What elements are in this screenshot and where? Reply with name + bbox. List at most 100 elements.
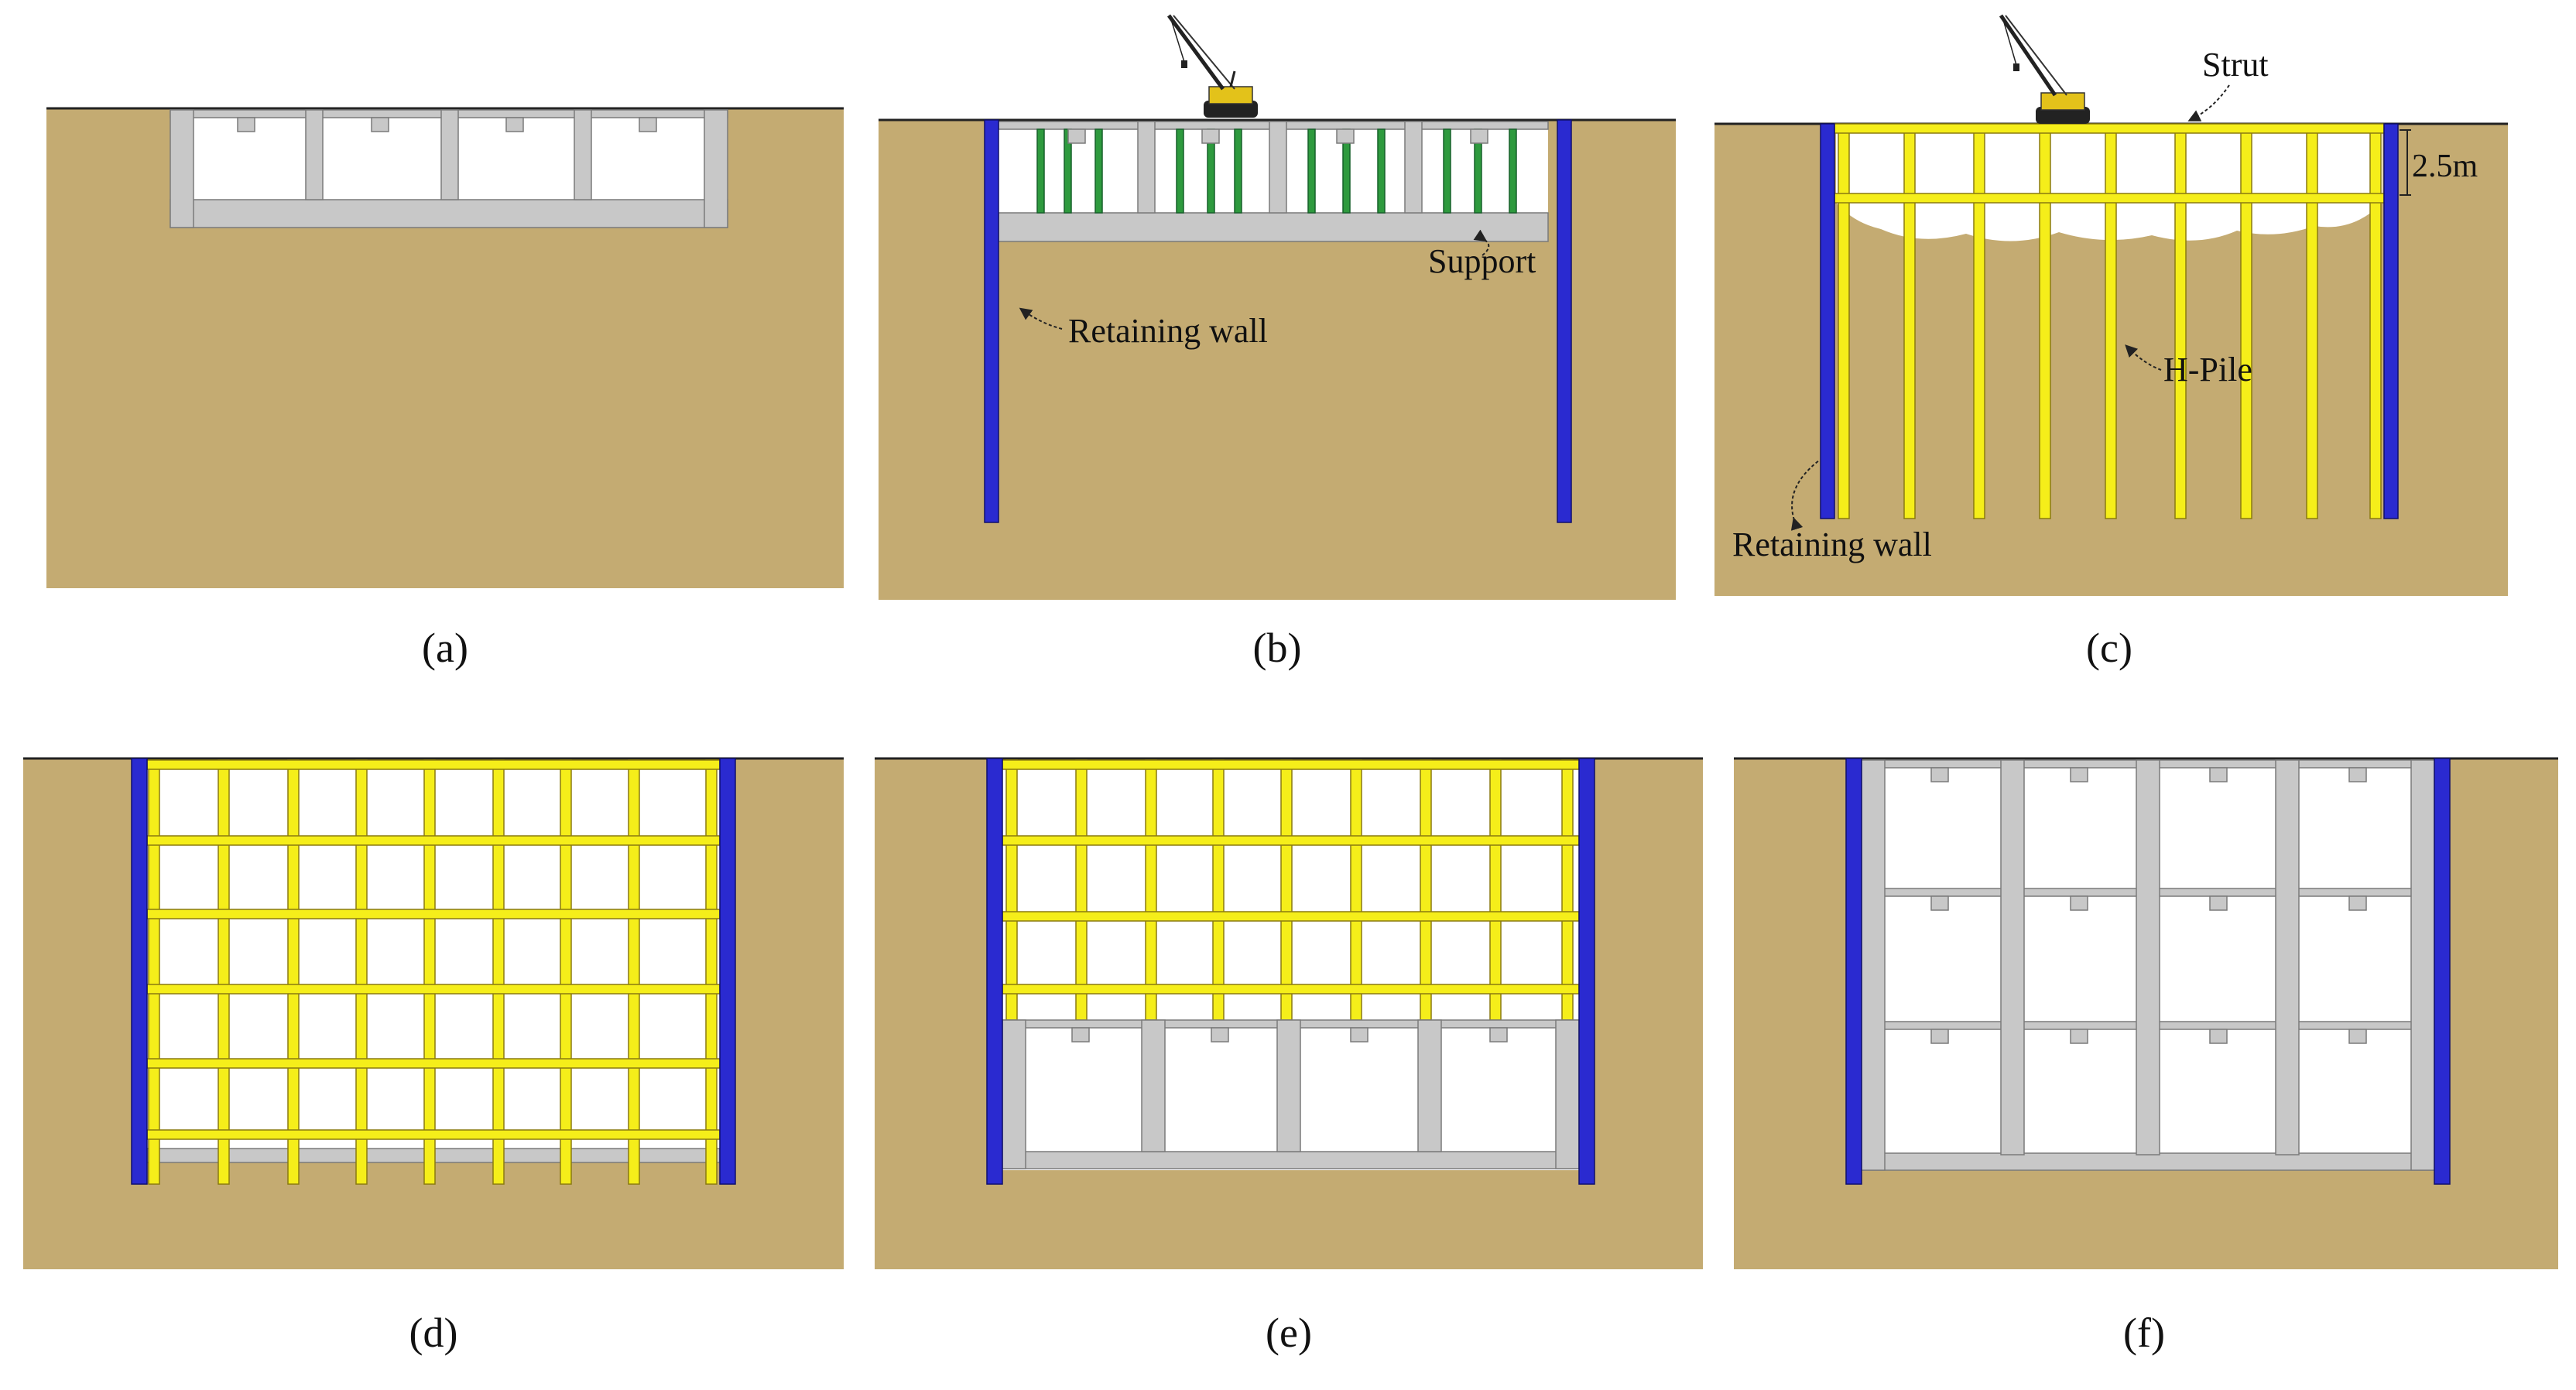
h-pile-6 bbox=[2174, 127, 2187, 519]
caption-d: (d) bbox=[409, 1310, 458, 1356]
haunch-f-2-2 bbox=[2070, 895, 2088, 911]
retaining-wall-left-d bbox=[131, 758, 148, 1185]
h-pile-leader bbox=[2125, 344, 2162, 371]
depth-label: 2.5m bbox=[2412, 149, 2478, 184]
haunch-e-1 bbox=[1071, 1027, 1090, 1042]
panel-b: Support Retaining wall (b) bbox=[879, 14, 1676, 671]
strut-e-4 bbox=[1002, 984, 1580, 995]
h-pile-group-c bbox=[1838, 127, 2382, 519]
panel-a: (a) bbox=[46, 107, 844, 671]
haunch-e-4 bbox=[1489, 1027, 1508, 1042]
crawler-crane-icon bbox=[1166, 14, 1258, 118]
haunch-f-1-3 bbox=[2209, 767, 2228, 782]
wall-right-f bbox=[2410, 759, 2435, 1171]
strut-d-1 bbox=[146, 759, 721, 770]
haunch-f-2-3 bbox=[2209, 895, 2228, 911]
strut-e-3 bbox=[1002, 911, 1580, 922]
h-pile-d-5 bbox=[423, 759, 436, 1185]
column-e-1 bbox=[1141, 1019, 1166, 1152]
wall-left-e bbox=[1002, 1019, 1026, 1169]
support-post-10 bbox=[1443, 128, 1451, 214]
h-pile-d-2 bbox=[218, 759, 230, 1185]
h-pile-e-3 bbox=[1145, 759, 1157, 1021]
support-leader bbox=[1473, 229, 1490, 256]
retaining-wall-left-f bbox=[1845, 758, 1862, 1185]
support-group-b bbox=[1036, 128, 1517, 214]
retaining-wall-left-b bbox=[984, 119, 999, 523]
strut-d-2 bbox=[146, 835, 721, 846]
h-pile-1 bbox=[1838, 127, 1850, 519]
haunch-e-3 bbox=[1350, 1027, 1368, 1042]
panel-f: (f) bbox=[1734, 757, 2558, 1356]
h-pile-5 bbox=[2105, 127, 2117, 519]
base-slab-b bbox=[998, 212, 1549, 242]
column-f-1 bbox=[2000, 759, 2025, 1155]
h-pile-e-4 bbox=[1212, 759, 1225, 1021]
haunch-a-2 bbox=[371, 117, 389, 132]
haunch-f-3-4 bbox=[2348, 1029, 2367, 1044]
box-structure-f bbox=[1861, 759, 2435, 1171]
retaining-wall-right-d bbox=[719, 758, 736, 1185]
retaining-wall-leader-b bbox=[1019, 307, 1063, 330]
column-e-2 bbox=[1276, 1019, 1301, 1152]
support-post-1 bbox=[1036, 128, 1045, 214]
caption-a: (a) bbox=[422, 625, 468, 671]
haunch-a-3 bbox=[505, 117, 524, 132]
haunch-a-1 bbox=[237, 117, 255, 132]
retaining-wall-right-b bbox=[1557, 119, 1572, 523]
h-pile-d-8 bbox=[628, 759, 640, 1185]
caption-b: (b) bbox=[1253, 625, 1302, 671]
retaining-wall-label-b: Retaining wall bbox=[1068, 312, 1268, 350]
caption-c: (c) bbox=[2086, 625, 2132, 671]
panel-c: 2.5m Strut H-Pile Retaining wall (c) bbox=[1714, 14, 2508, 671]
retaining-wall-right-f bbox=[2434, 758, 2451, 1185]
crawler-crane-icon bbox=[1999, 14, 2090, 124]
h-pile-d-4 bbox=[355, 759, 368, 1185]
h-pile-3 bbox=[1973, 127, 1985, 519]
h-pile-e-5 bbox=[1280, 759, 1293, 1021]
support-post-12 bbox=[1509, 128, 1517, 214]
h-pile-d-3 bbox=[287, 759, 300, 1185]
base-slab-a bbox=[170, 199, 728, 228]
h-pile-label: H-Pile bbox=[2163, 351, 2252, 389]
haunch-b-4 bbox=[1470, 128, 1488, 144]
column-b-3 bbox=[1404, 121, 1423, 214]
haunch-f-3-3 bbox=[2209, 1029, 2228, 1044]
haunch-f-2-1 bbox=[1930, 895, 1949, 911]
column-e-3 bbox=[1417, 1019, 1442, 1152]
strut-d-3 bbox=[146, 909, 721, 919]
support-post-6 bbox=[1234, 128, 1242, 214]
h-pile-8 bbox=[2306, 127, 2318, 519]
strut-d-6 bbox=[146, 1129, 721, 1140]
retaining-wall-left-c bbox=[1820, 123, 1835, 519]
h-pile-4 bbox=[2039, 127, 2051, 519]
column-f-3 bbox=[2275, 759, 2300, 1155]
strut-label: Strut bbox=[2202, 46, 2269, 84]
strut-leader bbox=[2187, 84, 2230, 122]
column-b-1 bbox=[1137, 121, 1156, 214]
wall-right-e bbox=[1555, 1019, 1580, 1169]
h-pile-d-1 bbox=[148, 759, 160, 1185]
haunch-b-3 bbox=[1336, 128, 1355, 144]
retaining-wall-leader-c bbox=[1790, 460, 1820, 531]
column-f-2 bbox=[2136, 759, 2160, 1155]
h-pile-9 bbox=[2369, 127, 2382, 519]
strut-e-1 bbox=[1002, 759, 1580, 770]
haunch-f-1-2 bbox=[2070, 767, 2088, 782]
h-pile-e-9 bbox=[1561, 759, 1574, 1021]
strut-level1-c bbox=[1834, 193, 2385, 204]
h-pile-d-7 bbox=[560, 759, 572, 1185]
column-b-2 bbox=[1269, 121, 1287, 214]
strut-frame-d bbox=[146, 759, 721, 1185]
panel-d: (d) bbox=[23, 757, 844, 1356]
strut-frame-e bbox=[1002, 759, 1580, 1021]
box-structure-a bbox=[170, 109, 728, 228]
haunch-f-3-2 bbox=[2070, 1029, 2088, 1044]
column-a-3 bbox=[574, 109, 592, 200]
retaining-wall-label-c: Retaining wall bbox=[1732, 526, 1932, 563]
haunch-b-2 bbox=[1201, 128, 1220, 144]
haunch-b-1 bbox=[1067, 128, 1086, 144]
h-pile-e-8 bbox=[1489, 759, 1502, 1021]
retaining-wall-right-c bbox=[2383, 123, 2399, 519]
